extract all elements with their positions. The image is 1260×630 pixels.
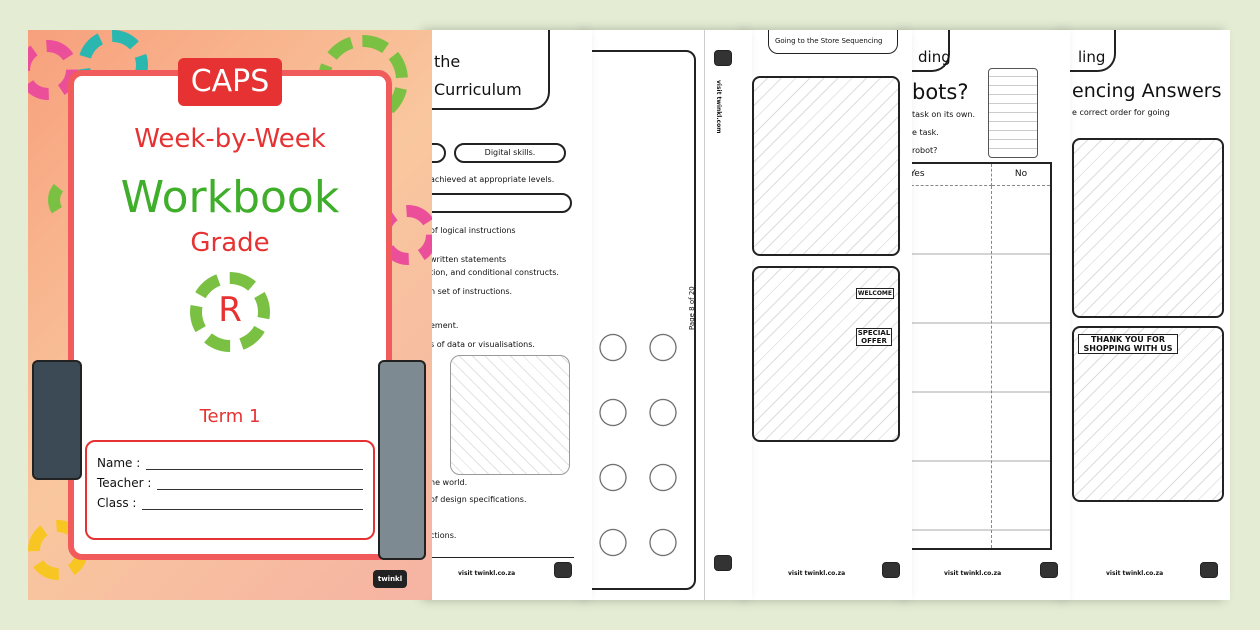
name-field[interactable]: Name : [97, 456, 363, 470]
empty-pill [428, 193, 572, 213]
title-line-1: the [434, 52, 461, 71]
special-offer-sign: SPECIAL OFFER [856, 328, 892, 346]
class-label: Class : [97, 496, 137, 510]
subtitle-week-by-week: Week-by-Week [134, 124, 326, 154]
no-cells [991, 185, 1051, 549]
text-line: he world. [430, 478, 468, 487]
insect-pictures [588, 315, 688, 585]
footer-url: visit twinkl.co.za [458, 570, 516, 577]
shop-sign: THANK YOU FOR SHOPPING WITH US [1078, 334, 1178, 354]
footer-url: visit twinkl.co.za [788, 570, 846, 577]
grade-value: R [218, 290, 242, 330]
twinkl-logo-icon [1040, 562, 1058, 578]
yes-cells [908, 185, 993, 549]
column-no: No [991, 163, 1051, 186]
twinkl-logo-icon [554, 562, 572, 578]
page-sequencing-answers: ling encing Answers e correct order for … [1066, 30, 1230, 600]
text-line: achieved at appropriate levels. [430, 175, 555, 184]
site-url: visit twinkl.com [715, 80, 722, 134]
text-line: of logical instructions [430, 226, 516, 235]
footer-rule [428, 557, 574, 558]
text-line: of design specifications. [430, 495, 527, 504]
caps-badge: CAPS [178, 58, 282, 106]
picture-parking-lot [752, 76, 900, 256]
text-line: ctions. [430, 531, 457, 540]
page-number: Page 8 of 20 [688, 286, 696, 330]
title-workbook: Workbook [120, 172, 340, 223]
text-line: n set of instructions. [430, 287, 513, 296]
term-label: Term 1 [199, 406, 261, 427]
footer-url: visit twinkl.co.za [944, 570, 1002, 577]
text-line: ement. [430, 321, 459, 330]
instructions: e correct order for going [1072, 108, 1170, 117]
robot-right-illustration [378, 360, 426, 560]
workbook-cover: Week-by-Week Workbook Grade R Term 1 CAP… [28, 30, 432, 600]
robot-left-illustration [32, 360, 82, 480]
class-field[interactable]: Class : [97, 496, 363, 510]
activity-border [588, 50, 696, 590]
twinkl-logo: twinkl [373, 570, 407, 588]
teacher-field[interactable]: Teacher : [97, 476, 363, 490]
name-label: Name : [97, 456, 141, 470]
header-text: ling [1078, 48, 1106, 66]
page-curriculum: the Curriculum Digital skills. achieved … [428, 30, 592, 600]
page-header: ling [1066, 30, 1116, 72]
welcome-sign: WELCOME [855, 288, 894, 299]
footer-url: visit twinkl.co.za [1106, 570, 1164, 577]
title-line-2: Curriculum [434, 80, 522, 99]
twinkl-logo-icon [882, 562, 900, 578]
page-header: ding [908, 30, 951, 72]
page-title: encing Answers [1072, 80, 1222, 102]
picture-parking-lot [1072, 138, 1224, 318]
student-details-box: Name : Teacher : Class : [85, 440, 375, 540]
page-matching-activity: Page 8 of 20 visit twinkl.com [588, 30, 752, 600]
robot-illustration [988, 68, 1038, 158]
child-at-computer-illustration [450, 355, 570, 475]
spine-divider [704, 30, 705, 600]
twinkl-logo-icon [714, 50, 732, 66]
twinkl-logo-icon [714, 555, 732, 571]
pill-digital-skills: Digital skills. [454, 143, 566, 163]
picture-store-entrance: WELCOME SPECIAL OFFER [752, 266, 900, 442]
page-robots: ding bots? task on its own. e task. robo… [908, 30, 1070, 600]
text-line: s of data or visualisations. [430, 340, 535, 349]
page-title: bots? [912, 80, 969, 104]
question-3: robot? [912, 146, 938, 155]
column-yes: Yes [908, 163, 993, 186]
text-line: tion, and conditional constructs. [430, 268, 559, 277]
twinkl-logo-icon [1200, 562, 1218, 578]
page-header: Going to the Store Sequencing [768, 30, 898, 54]
header-text: Going to the Store Sequencing [775, 37, 883, 45]
teacher-label: Teacher : [97, 476, 152, 490]
picture-checkout: THANK YOU FOR SHOPPING WITH US [1072, 326, 1224, 502]
text-line: written statements [430, 255, 507, 264]
question-1: task on its own. [912, 110, 976, 119]
grade-label: Grade [190, 228, 270, 258]
page-header: the Curriculum [428, 30, 550, 110]
header-text: ding [918, 48, 951, 66]
question-2: e task. [912, 128, 939, 137]
page-store-sequencing: Going to the Store Sequencing WELCOME SP… [748, 30, 912, 600]
pill-left [428, 143, 446, 163]
